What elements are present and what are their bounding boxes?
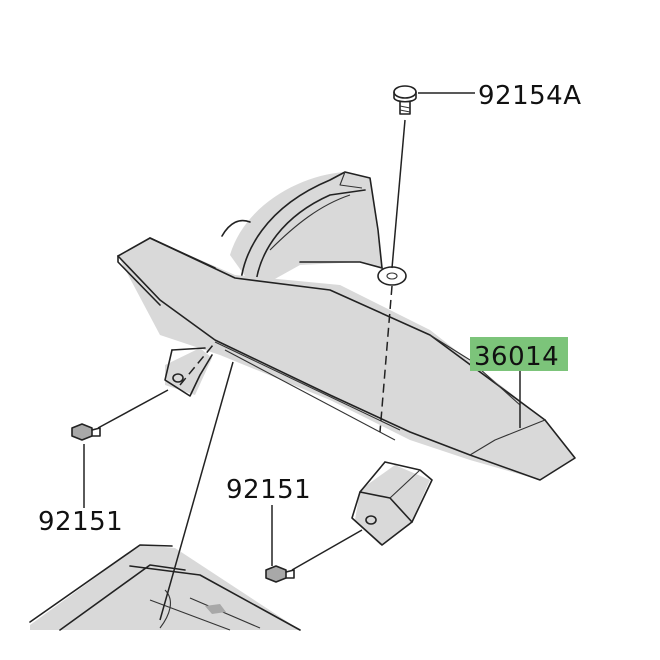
bolt-92151-right-icon (265, 565, 295, 583)
left-mount-tab (164, 347, 213, 397)
bolt-92151-left-icon (71, 423, 101, 441)
part-highlight (470, 337, 568, 371)
label-36014: 36014 (474, 342, 559, 372)
swingarm-frame (29, 544, 301, 631)
cover-upper-mount (221, 171, 407, 301)
leader-lines (83, 92, 521, 621)
label-92151-left: 92151 (38, 507, 123, 537)
right-mount-tab (351, 461, 433, 546)
screw-92154a-icon (393, 85, 417, 115)
label-92154a: 92154A (478, 81, 582, 111)
label-92151-right: 92151 (226, 475, 311, 505)
